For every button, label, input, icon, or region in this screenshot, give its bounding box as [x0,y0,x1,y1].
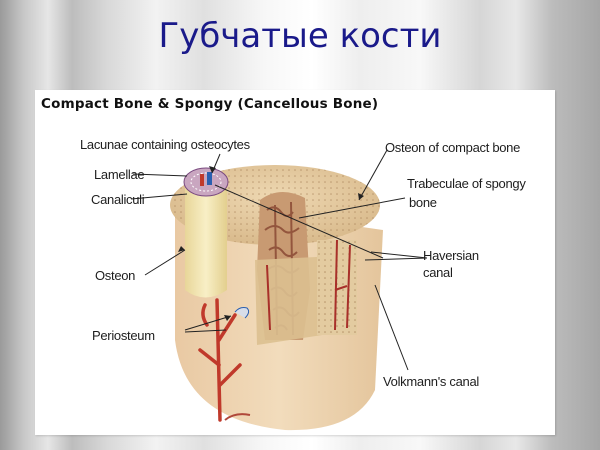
osteon-cylinder [185,182,227,298]
label-periosteum: Periosteum [92,328,155,343]
label-canaliculi: Canaliculi [91,192,145,207]
label-trabeculae-line2: bone [409,195,437,210]
label-haversian-line2: canal [423,265,453,280]
osteon-top [183,167,229,197]
label-trabeculae-line1: Trabeculae of spongy [407,176,526,191]
label-osteon-compact-bone: Osteon of compact bone [385,140,521,155]
label-lamellae: Lamellae [94,167,145,182]
label-lacunae: Lacunae containing osteocytes [80,137,250,152]
bone-illustration [130,149,428,431]
diagram-panel: Compact Bone & Spongy (Cancellous Bone) [35,90,555,435]
slide-title: Губчатые кости [158,16,442,56]
label-osteon: Osteon [95,268,136,283]
label-volkmann-canal: Volkmann's canal [383,374,479,389]
diagram-title: Compact Bone & Spongy (Cancellous Bone) [41,96,379,112]
label-haversian-line1: Haversian [423,248,479,263]
